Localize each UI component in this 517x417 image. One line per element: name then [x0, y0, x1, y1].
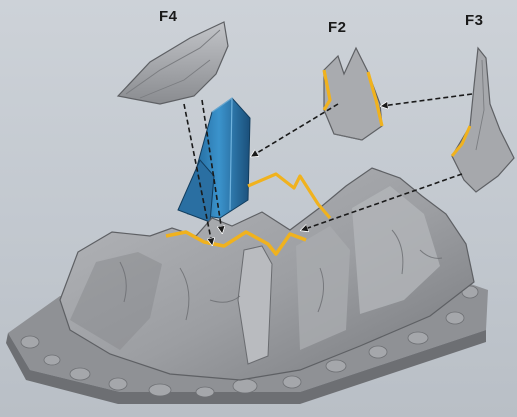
label-f4: F4: [159, 8, 178, 25]
fragment-f3: [452, 48, 514, 192]
fragment-f4: [118, 22, 228, 104]
arrow-f3-to-f2: [382, 94, 472, 106]
label-f3: F3: [465, 12, 484, 29]
label-f2: F2: [328, 19, 347, 36]
crystal-cluster: [178, 98, 250, 222]
fragment-f2: [324, 48, 382, 140]
